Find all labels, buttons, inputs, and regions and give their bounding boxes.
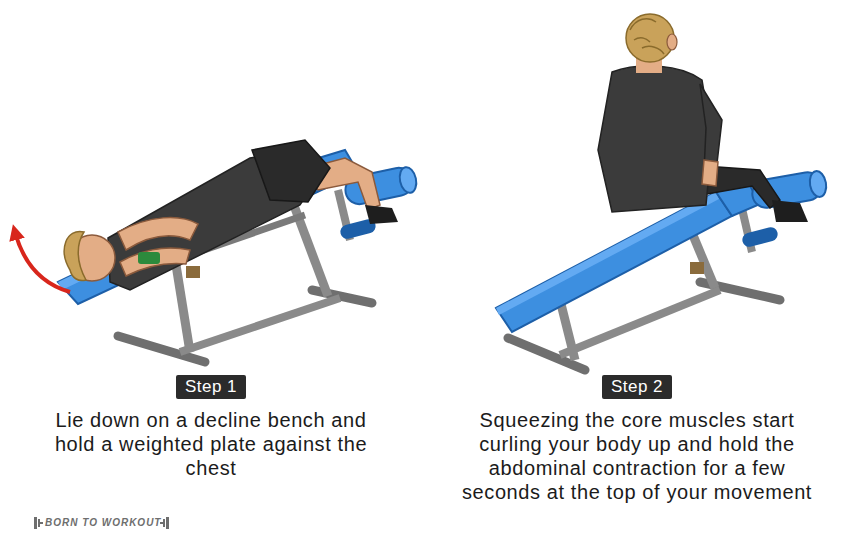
step-panel: Step 1 Lie down on a decline bench and ho… xyxy=(11,375,411,480)
step-label: Step 2 xyxy=(602,375,672,399)
step-panel: Step 2 Squeezing the core muscles start c… xyxy=(437,375,837,504)
step-label: Step 1 xyxy=(176,375,246,399)
decline-bench xyxy=(58,150,419,362)
step-description: Squeezing the core muscles start curling… xyxy=(451,408,823,504)
sitting-person xyxy=(598,14,808,222)
step-description: Lie down on a decline bench and hold a w… xyxy=(46,408,376,480)
watermark: BORN TO WORKOUT xyxy=(45,517,161,529)
logo-dumbbell xyxy=(34,517,169,529)
lying-person xyxy=(15,140,398,292)
